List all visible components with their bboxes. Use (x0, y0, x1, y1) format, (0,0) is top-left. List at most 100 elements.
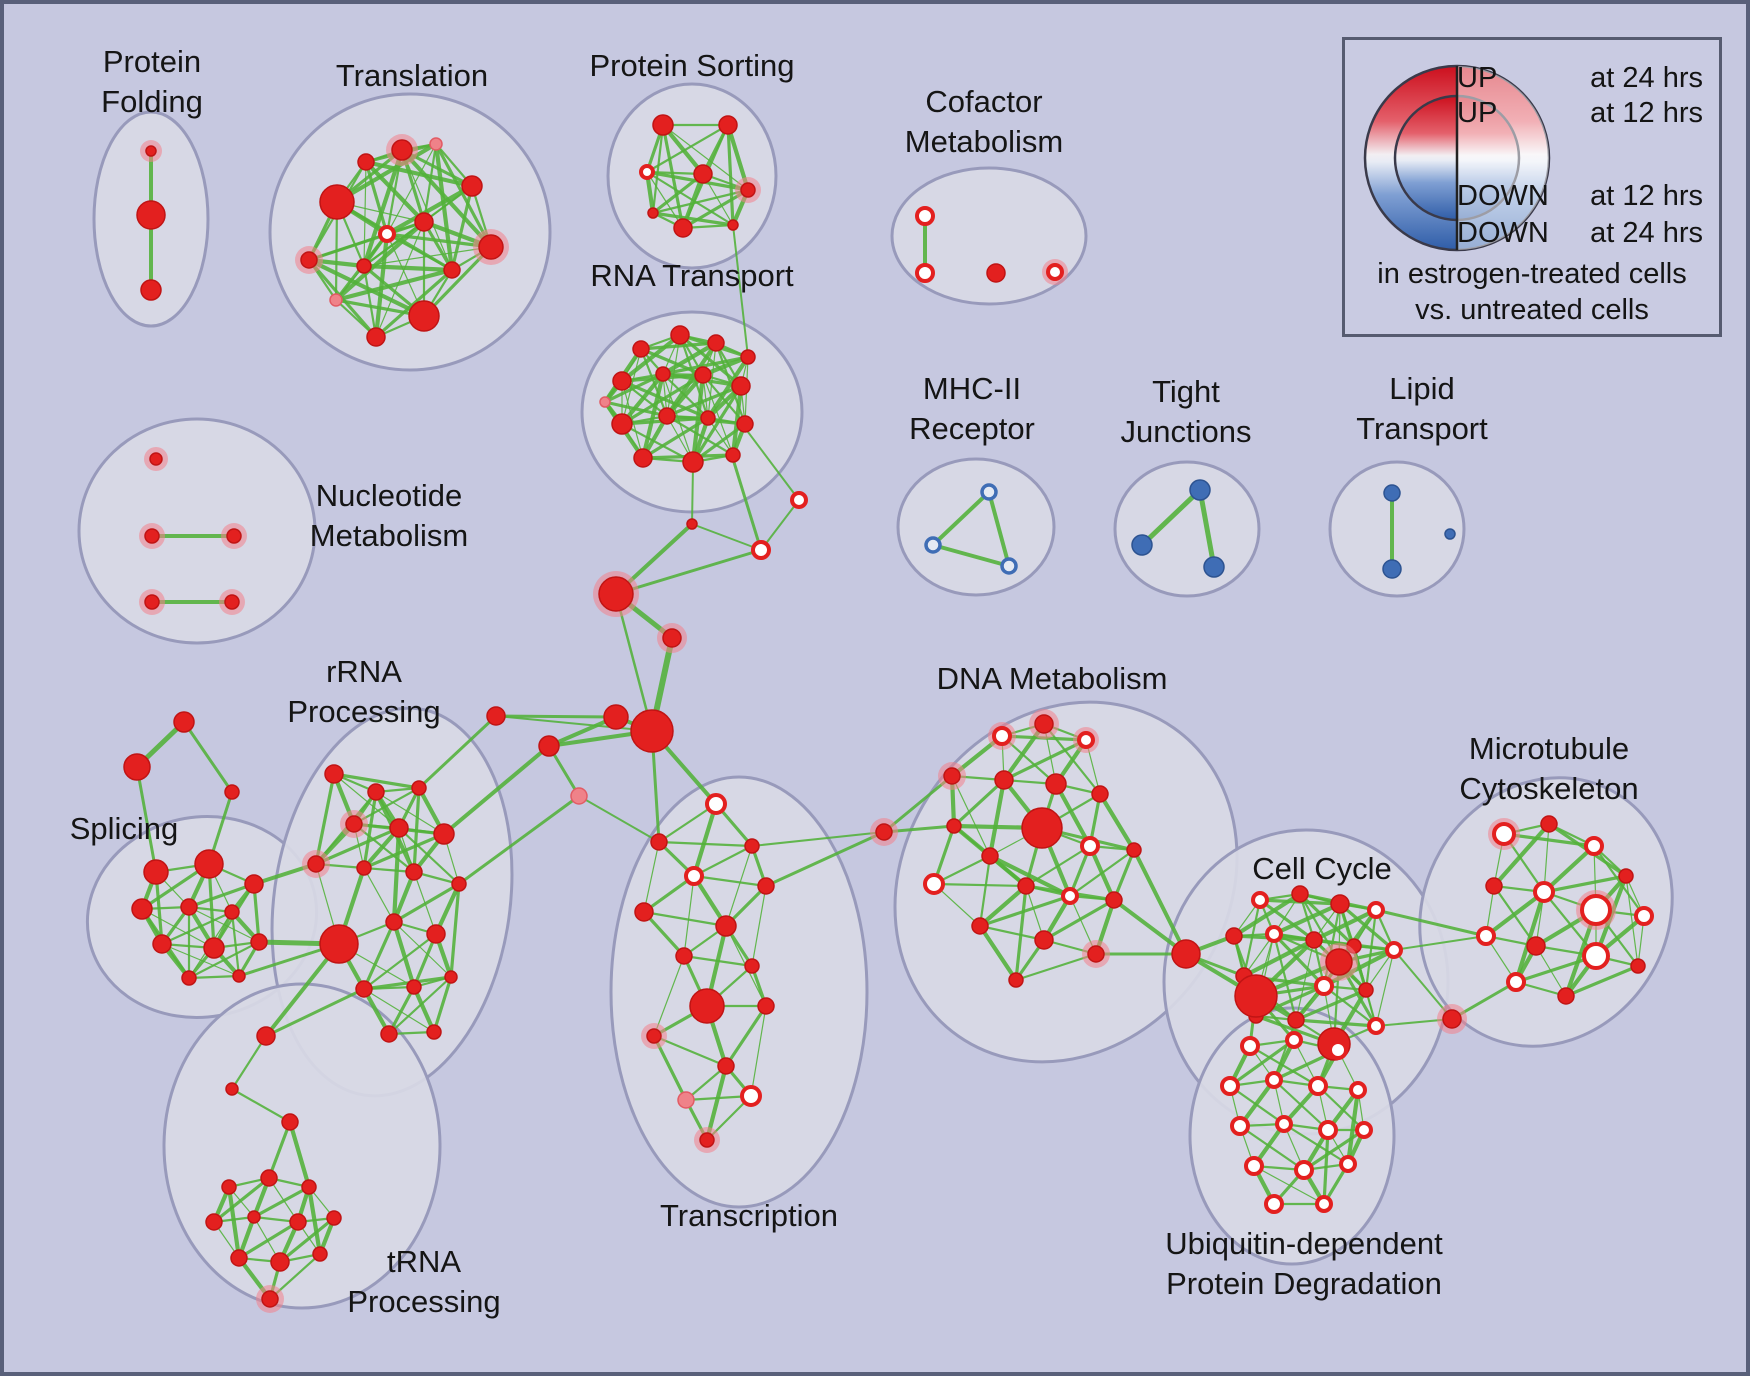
network-edge (386, 143, 437, 235)
network-node (1017, 877, 1035, 895)
legend-row-up-24: UP at 24 hrs (1457, 62, 1703, 95)
network-node (345, 815, 363, 833)
network-edge (1514, 954, 1598, 984)
network-node (915, 263, 935, 283)
cluster-ellipse-mhc-ii-receptor (896, 457, 1056, 597)
network-node (414, 212, 434, 232)
network-edge (495, 715, 653, 732)
network-edge (726, 123, 735, 227)
cluster-ellipse-protein-sorting (606, 82, 778, 270)
network-node (281, 1113, 299, 1131)
network-edge (1311, 907, 1379, 943)
network-edge (1282, 1122, 1350, 1166)
network-node (1444, 528, 1456, 540)
cluster-ellipse-tight-junctions (1113, 460, 1261, 598)
network-edge (691, 801, 719, 879)
legend-box: UP at 24 hrs UP at 12 hrs DOWN at 12 hrs… (1342, 37, 1722, 337)
network-edge (653, 955, 685, 1037)
network-edge (1345, 1087, 1361, 1167)
network-edge (230, 1087, 292, 1124)
network-node (319, 184, 355, 220)
legend-dir-label: UP (1457, 62, 1498, 94)
network-node (319, 924, 359, 964)
network-node (244, 874, 264, 894)
network-edge (1393, 949, 1453, 1020)
network-node (1540, 815, 1558, 833)
network-node (924, 536, 942, 554)
network-edge (278, 1216, 336, 1264)
network-edge (651, 211, 735, 227)
network-edge (361, 263, 455, 273)
network-node (1126, 842, 1142, 858)
network-node (744, 838, 760, 854)
network-node (1634, 906, 1654, 926)
network-edge (987, 490, 1011, 568)
legend-dir-label: UP (1457, 97, 1498, 129)
legend-footer-line1: in estrogen-treated cells (1377, 258, 1687, 290)
network-edge (1258, 898, 1316, 942)
network-edge (226, 1184, 242, 1261)
network-edge (744, 427, 800, 501)
network-edge (665, 384, 743, 418)
network-node (612, 371, 632, 391)
network-edge (230, 910, 241, 978)
network-node (570, 787, 588, 805)
network-node (1046, 263, 1064, 281)
network-node (123, 753, 151, 781)
network-edge (1322, 984, 1378, 1028)
legend-time-label: at 12 hrs (1590, 97, 1703, 129)
network-node (1318, 1120, 1338, 1140)
legend-time-label: at 12 hrs (1590, 180, 1703, 212)
network-node (391, 139, 413, 161)
network-node (1382, 559, 1402, 579)
network-edge (619, 371, 666, 427)
ellipse-layer (77, 82, 1674, 1310)
network-node (143, 859, 169, 885)
network-edge (977, 883, 1029, 929)
network-node (194, 849, 224, 879)
network-edge (384, 183, 475, 237)
network-node (357, 153, 375, 171)
network-edge (1338, 902, 1396, 952)
network-edge (267, 1120, 292, 1180)
network-edge (657, 840, 754, 848)
network-node (250, 933, 268, 951)
network-node (405, 863, 423, 881)
network-node (1265, 1071, 1283, 1089)
network-edge (160, 910, 234, 946)
network-edge (952, 778, 1006, 828)
network-edge (931, 543, 1011, 568)
network-edge (1491, 821, 1552, 889)
network-edge (1272, 932, 1326, 988)
network-edge (724, 1004, 768, 1068)
network-node (740, 349, 756, 365)
network-edge (187, 940, 261, 980)
network-node (700, 410, 716, 426)
network-edge (640, 371, 666, 461)
network-node (1251, 891, 1269, 909)
network-node (256, 1026, 276, 1046)
network-edge (705, 354, 751, 421)
network-edge (646, 171, 684, 229)
network-node (443, 261, 461, 279)
network-edge (1542, 874, 1628, 894)
network-node (731, 376, 751, 396)
cluster-label-transcription: Transcription (660, 1198, 838, 1233)
network-edge (362, 832, 446, 870)
network-node (247, 1210, 261, 1224)
network-node (145, 145, 157, 157)
network-edge (363, 867, 395, 923)
network-node (1314, 976, 1334, 996)
network-edge (411, 984, 437, 1035)
network-edge (1197, 487, 1217, 570)
network-node (1220, 1076, 1240, 1096)
network-edge (683, 875, 695, 957)
network-edge (363, 161, 367, 267)
network-edge (603, 400, 669, 418)
network-node (980, 483, 998, 501)
network-edge (932, 882, 1028, 888)
network-edge (187, 974, 241, 980)
network-node (727, 219, 739, 231)
